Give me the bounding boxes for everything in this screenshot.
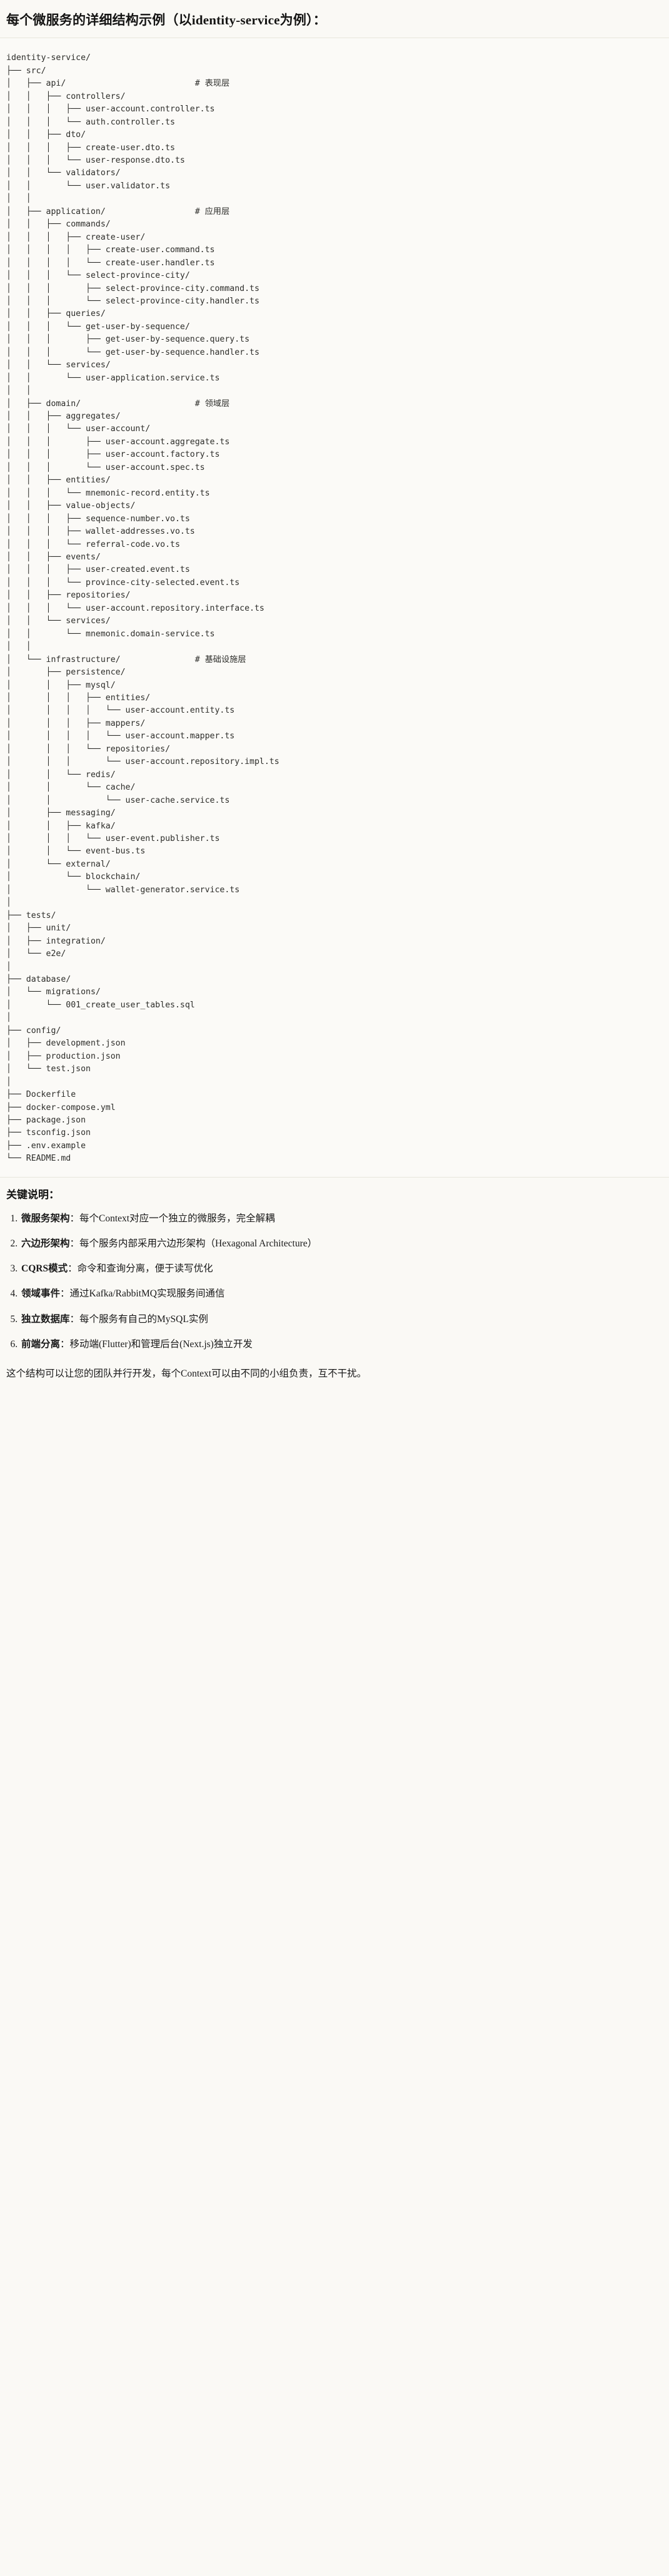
page-title: 每个微服务的详细结构示例（以identity-service为例）： [6, 13, 326, 28]
note-body: ：命令和查询分离，便于读写优化 [68, 1263, 213, 1275]
page-title-block: 每个微服务的详细结构示例（以identity-service为例）： [0, 0, 669, 39]
note-label: 独立数据库 [21, 1313, 70, 1325]
note-body: ：每个服务有自己的MySQL实例 [69, 1313, 208, 1325]
closing-block: 这个结构可以让您的团队并行开发，每个Context可以由不同的小组负责，互不干扰… [0, 1364, 669, 1392]
key-notes-block: 关键说明： 微服务架构：每个Context对应一个独立的微服务，完全解耦 六边形… [0, 1178, 669, 1364]
directory-tree-block: identity-service/ ├── src/ │ ├── api/ # … [0, 38, 669, 1178]
note-label: 六边形架构 [21, 1238, 70, 1249]
list-item: 独立数据库：每个服务有自己的MySQL实例 [20, 1312, 663, 1326]
list-item: 领域事件：通过Kafka/RabbitMQ实现服务间通信 [20, 1286, 663, 1301]
closing-text: 这个结构可以让您的团队并行开发，每个Context可以由不同的小组负责，互不干扰… [6, 1368, 367, 1380]
list-item: CQRS模式：命令和查询分离，便于读写优化 [20, 1261, 663, 1276]
key-notes-heading: 关键说明： [6, 1188, 59, 1201]
note-body: ：每个Context对应一个独立的微服务，完全解耦 [69, 1213, 275, 1224]
list-item: 六边形架构：每个服务内部采用六边形架构（Hexagonal Architectu… [20, 1236, 663, 1251]
note-label: 前端分离 [21, 1338, 61, 1350]
directory-tree: identity-service/ ├── src/ │ ├── api/ # … [6, 53, 279, 1164]
note-label: 微服务架构 [21, 1213, 70, 1224]
note-body: ：每个服务内部采用六边形架构（Hexagonal Architecture） [69, 1238, 318, 1249]
note-label: CQRS模式 [21, 1263, 68, 1275]
list-item: 前端分离：移动端(Flutter)和管理后台(Next.js)独立开发 [20, 1337, 663, 1352]
list-item: 微服务架构：每个Context对应一个独立的微服务，完全解耦 [20, 1211, 663, 1226]
note-body: ：移动端(Flutter)和管理后台(Next.js)独立开发 [60, 1338, 253, 1350]
note-label: 领域事件 [21, 1288, 61, 1300]
key-notes-list: 微服务架构：每个Context对应一个独立的微服务，完全解耦 六边形架构：每个服… [6, 1211, 663, 1352]
note-body: ：通过Kafka/RabbitMQ实现服务间通信 [60, 1288, 225, 1300]
